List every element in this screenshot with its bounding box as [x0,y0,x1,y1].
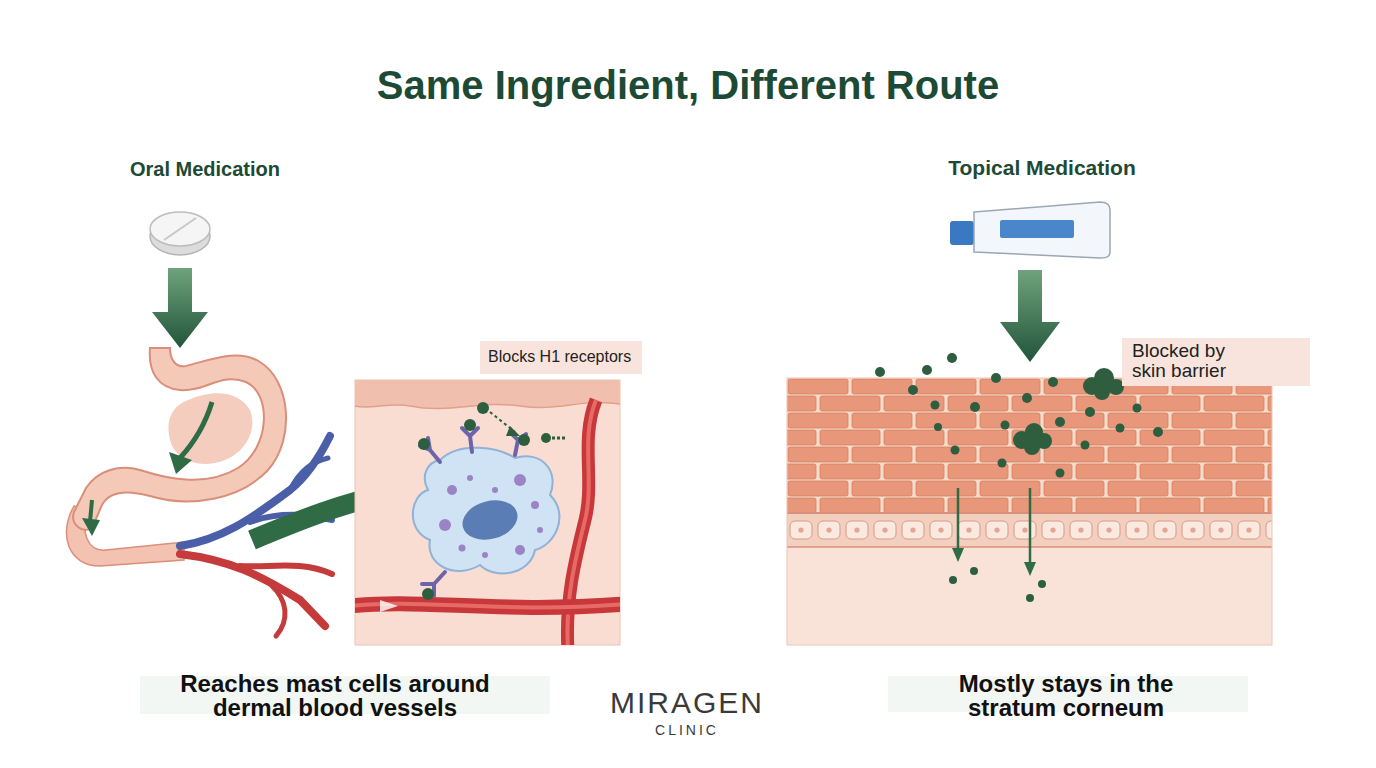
mast-cell-part [467,475,473,481]
drug-particles-part [934,423,942,431]
drug-particles-part [998,459,1007,468]
route-heading: Oral Medication [55,157,355,181]
mast-cell-part [439,519,451,531]
mast-cell-part [482,552,488,558]
skin-section-oral-part [355,400,620,645]
penetration-arrows-part [1029,488,1032,566]
drug-particles-part [1153,427,1163,437]
drug-particles-part [1001,421,1010,430]
drug-particles-part [1048,377,1058,387]
stomach-illustration-part [168,393,252,464]
pill-icon-part [164,218,196,240]
drug-particles-part [970,402,980,412]
antihistamine-dots-part [541,433,551,443]
mast-cell-part [514,474,526,486]
callout-text: Blocks H1 receptors [488,349,631,366]
drug-particles-part [1026,594,1034,602]
skin-section-topical-part [787,378,1272,645]
drug-particles-part [949,576,957,584]
cream-tube-icon [950,202,1110,258]
drug-particles-part [931,401,940,410]
route-heading: Topical Medication [882,155,1202,180]
pill-icon-part [150,212,210,246]
mast-cell-part [492,487,498,493]
route-caption: Reaches mast cells around dermal blood v… [145,672,525,720]
skin-section-oral [350,380,625,650]
stomach-illustration-part [90,500,92,522]
drug-particles-part [908,385,918,395]
down-arrow [152,268,208,348]
particle-clump-part [1094,384,1110,400]
mast-cell-part [447,485,457,495]
drug-particles-part [1056,469,1065,478]
skin-section-oral-part-part [380,600,398,612]
route-caption: Mostly stays in the stratum corneum [916,672,1216,720]
drug-particles-part [1055,417,1065,427]
antihistamine-dots-part [477,402,489,414]
diagram-title: Same Ingredient, Different Route [0,62,1376,108]
stomach-illustration-part [169,452,192,474]
antihistamine-dots-part [418,438,430,450]
cream-tube-icon-part [1000,220,1074,238]
drug-particles-part [1081,441,1090,450]
cream-tube-icon-part [974,202,1110,258]
mast-cell-part [459,545,466,552]
drug-particles-part [947,353,957,363]
penetration-arrows-part [957,488,960,552]
pill-icon [150,212,210,255]
stomach-illustration-part [180,402,212,458]
antihistamine-dots-part [422,588,434,600]
penetration-arrows-part [1024,562,1036,576]
drug-particles-part [1133,404,1142,413]
stomach-illustration-part [82,518,100,536]
mast-cell-part [515,545,525,555]
blood-vessels-part [290,458,328,490]
drug-particles-part [1022,393,1032,403]
callout-text: Blocked by skin barrier [1132,341,1247,381]
mast-cell-part [413,448,560,574]
mast-cell-part [537,527,543,533]
antihistamine-dots [418,402,566,600]
mast-cell-part [458,494,522,545]
particle-clump [1013,368,1124,455]
blood-vessels-part [240,566,332,575]
skin-section-topical-part [787,378,1272,645]
mast-cell-part [531,501,539,509]
particle-clump-part [1024,439,1040,455]
drug-particles-part [875,367,885,377]
callout-box: Blocks H1 receptors [480,341,642,374]
drug-particles-part [922,365,932,375]
down-arrow [1000,270,1060,362]
drug-particles-part [970,567,978,575]
brand-subtitle: CLINIC [607,723,767,738]
penetration-arrows [952,488,1036,576]
skin-section-topical [787,378,1272,645]
h1-receptors-part [462,428,478,452]
brand-logo: MIRAGEN [577,686,797,719]
drug-particles-part [991,373,1001,383]
drug-particles-part [1038,580,1046,588]
penetration-arrows-part [952,548,964,562]
h1-receptors [420,428,526,596]
drug-particles-part [1085,407,1095,417]
cream-tube-icon-part [950,221,974,245]
drug-particles-part [1116,424,1125,433]
antihistamine-dots-part [464,419,476,431]
callout-box: Blocked by skin barrier [1122,338,1310,386]
stomach-illustration-part [73,348,286,530]
antihistamine-dots-part [506,426,520,436]
blood-vessels-part [272,586,285,636]
antihistamine-dots-part [552,437,566,440]
mast-cell [413,448,560,574]
drug-particles [875,353,1163,602]
drug-particles-part [951,446,960,455]
